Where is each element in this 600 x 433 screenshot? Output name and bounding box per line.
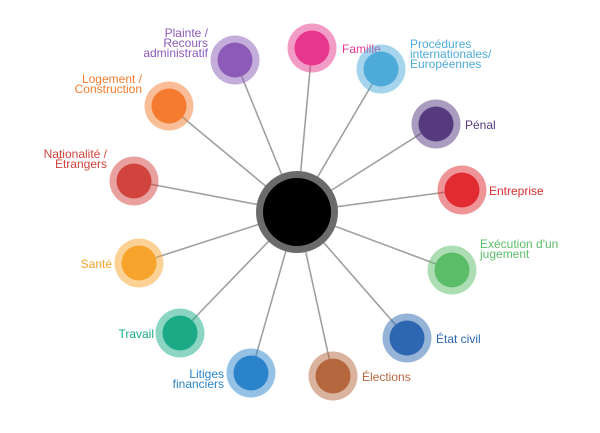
category-label-line: jugement xyxy=(479,247,530,261)
category-label-line: Plainte / xyxy=(165,26,209,40)
category-node[interactable]: Pénal xyxy=(411,99,496,149)
category-label-line: Logement / xyxy=(82,72,143,86)
category-node-core xyxy=(389,320,425,356)
category-node[interactable]: Nationalité /Étrangers xyxy=(44,147,159,206)
category-node-core xyxy=(315,358,351,394)
category-label-line: Procédures xyxy=(410,37,471,51)
category-label-line: Élections xyxy=(362,369,411,384)
category-label-line: Litiges xyxy=(189,367,224,381)
category-label: Logement /Construction xyxy=(75,72,143,96)
category-node[interactable]: Entreprise xyxy=(437,165,545,215)
category-label-line: Européennes xyxy=(410,57,481,71)
category-node-core xyxy=(217,42,253,78)
category-node[interactable]: Santé xyxy=(81,238,164,288)
category-node-core xyxy=(444,172,480,208)
category-node-core xyxy=(162,315,198,351)
category-label: Nationalité /Étrangers xyxy=(44,147,108,171)
category-label: Élections xyxy=(362,369,411,384)
category-node-core xyxy=(233,355,269,391)
center-node[interactable] xyxy=(256,171,338,253)
category-node[interactable]: État civil xyxy=(382,313,481,363)
category-label-line: Pénal xyxy=(465,118,496,132)
category-label-line: Recours xyxy=(163,36,208,50)
category-node[interactable]: Élections xyxy=(308,351,411,401)
category-node-core xyxy=(121,245,157,281)
category-label-line: Santé xyxy=(81,257,113,271)
category-label-line: financiers xyxy=(173,377,224,391)
category-label: Travail xyxy=(118,327,154,341)
category-node-core xyxy=(363,51,399,87)
category-label-line: Étrangers xyxy=(55,156,107,171)
category-node[interactable]: Travail xyxy=(118,308,205,358)
category-label-line: administratif xyxy=(143,46,208,60)
category-label-line: Exécution d'un xyxy=(480,237,558,251)
category-node-core xyxy=(418,106,454,142)
category-label: Entreprise xyxy=(489,184,544,198)
category-node-core xyxy=(434,252,470,288)
category-label: Pénal xyxy=(465,118,496,132)
category-label-line: internationales/ xyxy=(410,47,492,61)
center-node-core xyxy=(263,178,331,246)
category-label-line: État civil xyxy=(436,331,481,346)
category-label: Santé xyxy=(81,257,113,271)
category-node-core xyxy=(116,163,152,199)
category-label-line: Nationalité / xyxy=(44,147,108,161)
category-label: État civil xyxy=(436,331,481,346)
category-label-line: Construction xyxy=(75,82,142,96)
category-label-line: Entreprise xyxy=(489,184,544,198)
category-node-core xyxy=(151,88,187,124)
category-node[interactable]: Famille xyxy=(287,23,381,73)
category-node-core xyxy=(294,30,330,66)
category-node[interactable]: Logement /Construction xyxy=(75,72,194,131)
category-label-line: Travail xyxy=(118,327,154,341)
